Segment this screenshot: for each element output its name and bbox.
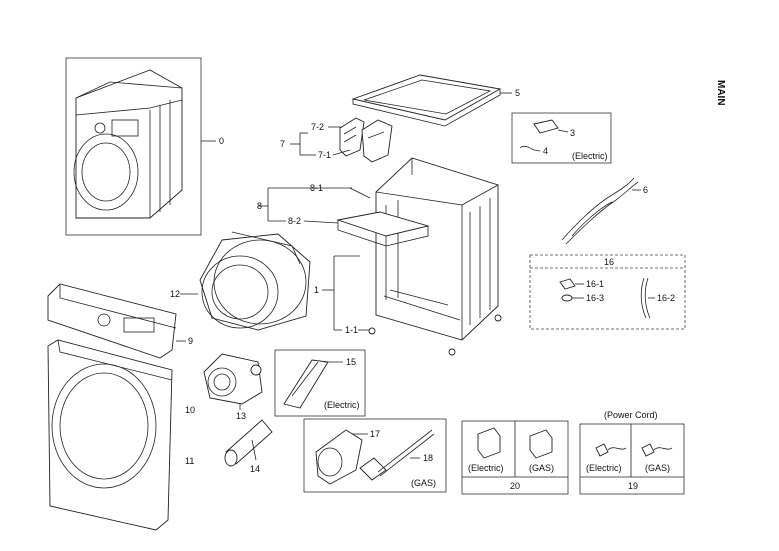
control-panel: 9 bbox=[47, 283, 193, 359]
electric-note-3: (Electric) bbox=[572, 151, 608, 161]
callout-16: 16 bbox=[604, 257, 614, 267]
part-16-box: 16 16-1 16-3 16-2 bbox=[529, 254, 686, 330]
electric-note-19: (Electric) bbox=[586, 463, 622, 473]
cabinet-frame: 8 8-1 8-2 1 1-1 bbox=[257, 157, 502, 356]
bracket-assembly: 7 7-2 7-1 bbox=[280, 117, 393, 163]
callout-1-1: 1-1 bbox=[345, 325, 358, 335]
callout-11: 11 bbox=[185, 456, 194, 466]
callout-8-1: 8-1 bbox=[310, 183, 323, 193]
callout-13: 13 bbox=[236, 411, 246, 421]
callout-19: 19 bbox=[628, 481, 638, 491]
power-cord-note: (Power Cord) bbox=[604, 410, 658, 420]
fan-housing: 10 13 bbox=[185, 353, 263, 421]
callout-8-2: 8-2 bbox=[288, 216, 301, 226]
electric-note-20: (Electric) bbox=[468, 463, 504, 473]
callout-15: 15 bbox=[346, 357, 356, 367]
part-19-table: (Power Cord) (Electric) (GAS) 19 bbox=[579, 410, 685, 495]
drum: 12 bbox=[170, 231, 311, 331]
gas-parts-box: 17 18 (GAS) bbox=[303, 418, 447, 493]
callout-4: 4 bbox=[543, 146, 548, 156]
callout-20: 20 bbox=[510, 481, 520, 491]
gas-note-20: (GAS) bbox=[529, 463, 554, 473]
gas-note-19: (GAS) bbox=[645, 463, 670, 473]
callout-3: 3 bbox=[570, 128, 575, 138]
callout-16-2: 16-2 bbox=[657, 293, 675, 303]
callout-7-1: 7-1 bbox=[318, 150, 331, 160]
callout-16-1: 16-1 bbox=[586, 279, 604, 289]
dryer-assembly-box: 0 bbox=[65, 57, 224, 236]
callout-17: 17 bbox=[370, 429, 380, 439]
duct: 14 bbox=[224, 419, 273, 474]
callout-1: 1 bbox=[314, 285, 319, 295]
side-label: MAIN bbox=[715, 80, 726, 106]
callout-12: 12 bbox=[170, 289, 180, 299]
callout-18: 18 bbox=[423, 453, 433, 463]
heater-box: 15 (Electric) bbox=[274, 349, 366, 417]
electric-parts-box: 3 4 (Electric) bbox=[511, 112, 612, 164]
top-panel: 5 bbox=[351, 74, 520, 127]
callout-9: 9 bbox=[188, 336, 193, 346]
gas-note-18: (GAS) bbox=[411, 478, 436, 488]
door: 11 bbox=[47, 339, 194, 531]
callout-7-2: 7-2 bbox=[311, 122, 324, 132]
electric-note-15: (Electric) bbox=[324, 400, 360, 410]
wire-harness: 6 bbox=[561, 177, 648, 245]
callout-14: 14 bbox=[250, 464, 260, 474]
callout-0: 0 bbox=[219, 136, 224, 146]
callout-16-3: 16-3 bbox=[586, 293, 604, 303]
part-20-table: (Electric) (GAS) 20 bbox=[461, 420, 569, 495]
callout-8: 8 bbox=[257, 201, 262, 211]
callout-10: 10 bbox=[185, 405, 195, 415]
callout-6: 6 bbox=[643, 185, 648, 195]
callout-5: 5 bbox=[515, 88, 520, 98]
callout-7: 7 bbox=[280, 139, 285, 149]
